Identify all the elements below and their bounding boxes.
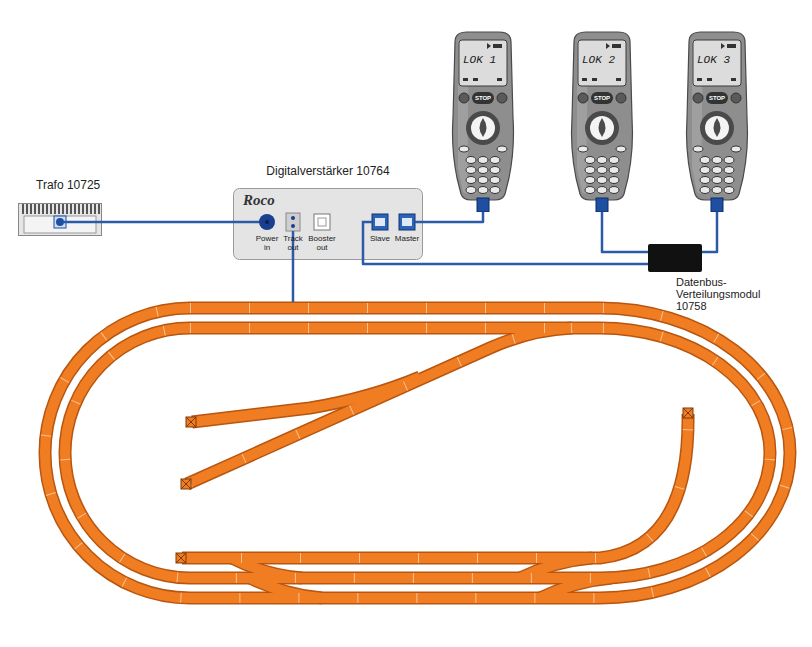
port-label: Track out	[281, 234, 305, 252]
handset: LOK 3 STOP	[677, 28, 757, 212]
part-label: Trafo 10725	[36, 178, 100, 192]
transformer	[18, 203, 102, 236]
transformer-unit: Trafo 10725	[16, 176, 110, 238]
data-cable	[363, 260, 648, 264]
loco-display: LOK 2	[582, 54, 615, 67]
track-joints	[45, 308, 790, 598]
stop-button-label: STOP	[472, 95, 494, 102]
part-label: Datenbus-Verteilungsmodul 10758	[676, 276, 772, 312]
track-bed	[45, 308, 790, 598]
handset: LOK 2 STOP	[562, 28, 642, 212]
stop-button-label: STOP	[591, 95, 613, 102]
track-rail	[45, 308, 790, 598]
distribution-module-unit: Datenbus-Verteilungsmodul 10758	[646, 242, 772, 316]
port-label: Power in	[253, 234, 281, 252]
part-label: Digitalverstärker 10764	[231, 164, 425, 178]
distribution-module	[648, 244, 702, 272]
data-cable	[602, 212, 648, 252]
stop-button-label: STOP	[706, 95, 728, 102]
port-label: Master	[393, 234, 421, 243]
track-wire	[292, 259, 295, 302]
loco-display: LOK 1	[463, 54, 496, 67]
port-label: Booster out	[305, 234, 339, 252]
handset: LOK 1 STOP	[443, 28, 523, 212]
loco-display: LOK 3	[697, 54, 730, 67]
brand-logo: Roco	[243, 191, 275, 209]
data-cable	[702, 212, 717, 252]
data-cable	[102, 221, 233, 224]
data-cable	[423, 212, 483, 222]
buffer-stop	[176, 408, 693, 563]
port-label: Slave	[368, 234, 392, 243]
amplifier-unit: Digitalverstärker 10764RocoPower inTrack…	[231, 164, 425, 262]
